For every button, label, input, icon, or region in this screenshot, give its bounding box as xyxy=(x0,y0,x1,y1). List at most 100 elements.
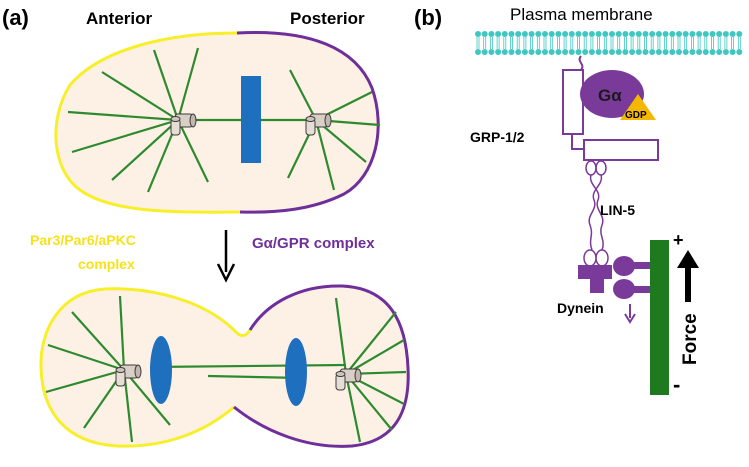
lipid-head-top xyxy=(508,31,515,37)
lipid-head-bottom xyxy=(662,49,669,55)
lipid-tail xyxy=(617,37,621,49)
lipid-head-top xyxy=(716,31,723,37)
lipid-tail xyxy=(691,37,694,49)
lipid-head-bottom xyxy=(709,49,716,55)
lipid-head-bottom xyxy=(521,49,528,55)
lipid-tail xyxy=(490,37,493,49)
lipid-head-top xyxy=(582,31,589,37)
posterior-label: Posterior xyxy=(290,9,365,28)
lipid-tail xyxy=(717,37,721,49)
lipid-head-top xyxy=(655,31,662,37)
lipid-head-bottom xyxy=(528,49,535,55)
lipid-tail xyxy=(704,37,708,49)
lipid-head-bottom xyxy=(515,49,522,55)
dynein-label: Dynein xyxy=(557,300,604,316)
dynein-motor xyxy=(578,256,650,299)
lin5-label: LIN-5 xyxy=(600,202,635,218)
lipid-tail xyxy=(677,37,681,49)
lipid-head-bottom xyxy=(508,49,515,55)
lipid-head-top xyxy=(669,31,676,37)
lipid-head-top xyxy=(702,31,709,37)
lipid-head-bottom xyxy=(682,49,689,55)
dynein-head-bottom xyxy=(613,279,635,299)
lipid-tail xyxy=(476,37,480,49)
lipid-head-top xyxy=(528,31,535,37)
lipid-head-top xyxy=(562,31,569,37)
membrane-tails xyxy=(476,37,741,49)
lipid-tail xyxy=(737,37,741,49)
lipid-tail xyxy=(644,37,647,49)
lipid-head-bottom xyxy=(609,49,615,55)
dynein-motion-arrowhead xyxy=(624,313,636,324)
lipid-tail xyxy=(583,37,587,49)
dynein-stalk-top xyxy=(578,265,612,279)
lipid-head-top xyxy=(475,31,481,37)
lipid-tail xyxy=(624,37,627,49)
lipid-head-bottom xyxy=(582,49,589,55)
lipid-head-bottom xyxy=(635,49,642,55)
lipid-tail xyxy=(630,37,634,49)
lipid-head-top xyxy=(682,31,689,37)
bottom-cell-anterior-chromosomes xyxy=(150,336,172,404)
lipid-head-bottom xyxy=(588,49,595,55)
grp-vertical-domain xyxy=(562,69,584,135)
lipid-head-bottom xyxy=(535,49,542,55)
top-cell-chromosomes xyxy=(241,76,261,163)
lipid-tail xyxy=(590,37,594,49)
lipid-tail xyxy=(563,37,567,49)
lipid-tail xyxy=(711,37,714,49)
lipid-tail xyxy=(657,37,661,49)
lipid-head-top xyxy=(535,31,542,37)
lipid-head-top xyxy=(575,31,582,37)
lipid-head-bottom xyxy=(575,49,582,55)
plasma-membrane xyxy=(475,31,743,55)
lipid-tail xyxy=(610,37,614,49)
lipid-head-bottom xyxy=(729,49,736,55)
bottom-cell-posterior-chromosomes xyxy=(285,338,307,406)
panel-a-label: (a) xyxy=(2,5,29,30)
microtubule xyxy=(650,240,669,395)
lipid-head-top xyxy=(515,31,522,37)
lipid-head-top xyxy=(495,31,502,37)
lipid-head-top xyxy=(542,31,548,37)
lipid-anchor xyxy=(578,55,584,71)
lipid-head-bottom xyxy=(669,49,676,55)
lipid-head-top xyxy=(481,31,488,37)
anterior-label: Anterior xyxy=(86,9,153,28)
minus-end-label: - xyxy=(673,372,680,397)
gdp-triangle xyxy=(620,94,656,120)
membrane-heads-top xyxy=(475,31,743,37)
grp-linker xyxy=(571,134,584,150)
top-cell xyxy=(54,30,381,214)
bottom-cell-anterior-cortex xyxy=(39,287,252,448)
panel-a: (a) Anterior Posterior xyxy=(2,5,410,448)
lipid-head-top xyxy=(709,31,716,37)
anterior-complex-label-line2: complex xyxy=(78,256,135,272)
lipid-head-top xyxy=(649,31,656,37)
lipid-tail xyxy=(496,37,500,49)
lipid-head-bottom xyxy=(649,49,656,55)
lipid-head-bottom xyxy=(602,49,609,55)
lipid-tail xyxy=(557,37,560,49)
lipid-head-bottom xyxy=(689,49,696,55)
lipid-tail xyxy=(530,37,533,49)
lipid-tail xyxy=(697,37,701,49)
lipid-head-bottom xyxy=(642,49,649,55)
dynein-head-top xyxy=(613,256,635,276)
lipid-head-top xyxy=(595,31,602,37)
panel-b: (b) Plasma membrane GRP-1/2 Gα GDP LIN-5 xyxy=(414,5,743,397)
top-cell-body xyxy=(55,32,379,213)
lipid-head-top xyxy=(568,31,575,37)
lipid-tail xyxy=(483,37,487,49)
lin5-tail-right xyxy=(595,249,609,267)
lipid-head-bottom xyxy=(622,49,629,55)
lipid-head-top xyxy=(555,31,562,37)
lipid-tail xyxy=(603,37,607,49)
lipid-head-bottom xyxy=(481,49,488,55)
lipid-tail xyxy=(670,37,674,49)
plasma-membrane-label: Plasma membrane xyxy=(510,5,653,24)
lipid-tail xyxy=(536,37,540,49)
lipid-head-top xyxy=(622,31,629,37)
plus-end-label: + xyxy=(673,230,684,250)
